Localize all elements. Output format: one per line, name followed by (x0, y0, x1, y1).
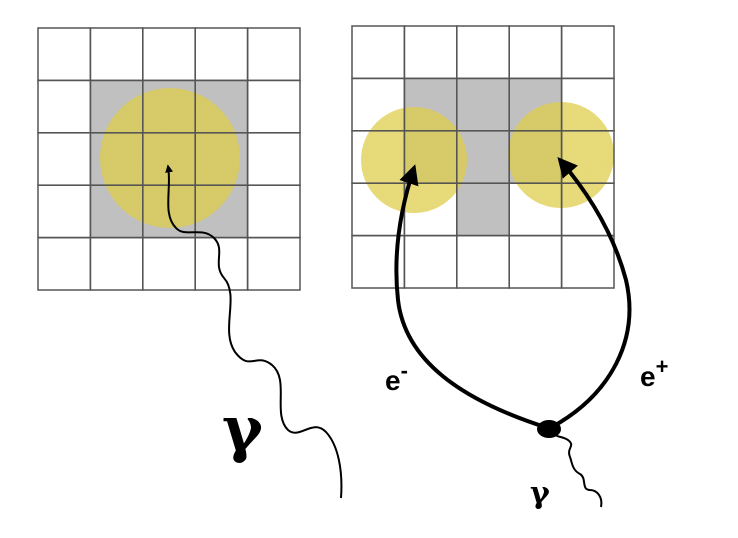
left-grid-cell (89, 236, 144, 291)
left-grid-cell (37, 27, 92, 82)
left-grid-cell (246, 184, 301, 239)
left-shower-blob (100, 88, 240, 228)
electron-track (394, 164, 549, 430)
positron-label-symbol: e (640, 361, 656, 392)
left-grid-cell (142, 27, 196, 82)
positron-label-charge: + (656, 354, 669, 379)
electron-label-charge: - (401, 358, 408, 383)
left-grid-cell (246, 79, 301, 134)
left-grid-cell (37, 236, 92, 291)
photon-track-right (551, 432, 603, 508)
right-grid-cell (456, 25, 510, 80)
photon-label-large: γ (222, 392, 264, 465)
right-grid-cell (403, 234, 458, 289)
photon-label-small: γ (530, 476, 550, 511)
left-grid-cell (142, 236, 196, 291)
left-grid-cell (246, 27, 301, 82)
left-grid-cell (194, 236, 249, 291)
photon-track-left (165, 164, 343, 499)
right-grid-cell (351, 25, 406, 80)
right-calorimeter-panel (351, 25, 615, 289)
left-grid-cell (89, 27, 144, 82)
right-grid-cell (508, 234, 563, 289)
right-grid-cell (403, 25, 458, 80)
right-hit-cell (456, 183, 510, 236)
right-grid-cell (456, 234, 510, 289)
electron-label: e- (385, 358, 408, 396)
positron-label: e+ (640, 354, 668, 392)
left-calorimeter-panel (37, 27, 301, 291)
right-grid-cell (560, 25, 615, 80)
left-grid-cell (194, 27, 249, 82)
positron-track (551, 156, 632, 429)
electron-label-symbol: e (385, 365, 401, 396)
right-grid-cell (508, 25, 563, 80)
left-grid-cell (37, 184, 92, 239)
electron-shower-blob (361, 107, 467, 213)
left-grid-cell (246, 236, 301, 291)
conversion-vertex (537, 420, 561, 438)
left-grid-cell (37, 132, 92, 186)
right-hit-cell (456, 78, 510, 131)
left-grid-cell (246, 132, 301, 186)
right-grid-cell (560, 234, 615, 289)
left-grid-cell (37, 79, 92, 134)
